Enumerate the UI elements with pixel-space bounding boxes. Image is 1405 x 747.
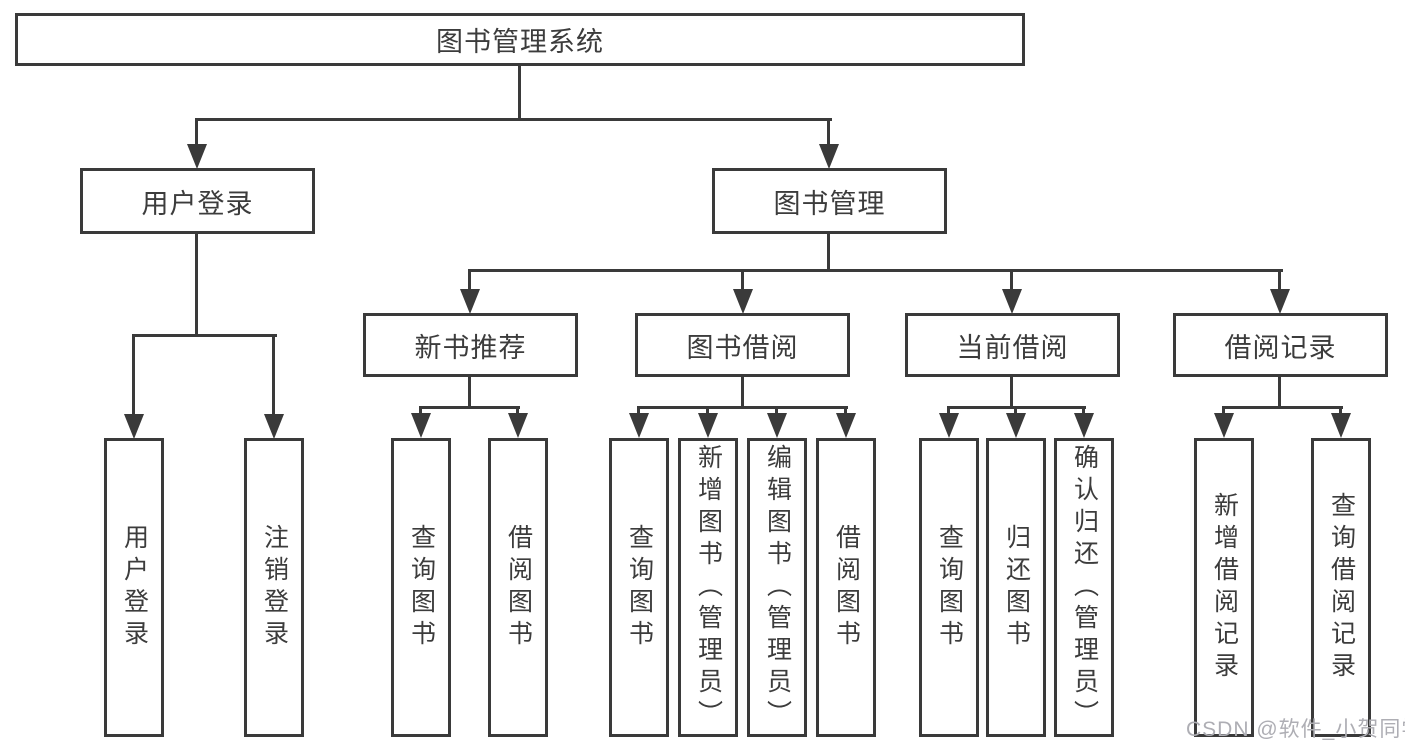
node-new-book-recommendation: 新书推荐: [363, 313, 578, 377]
leaf-label: 查询图书: [935, 523, 964, 652]
connector-line: [1010, 375, 1013, 409]
arrowhead: [698, 413, 718, 438]
connector-line: [132, 334, 135, 416]
node-root-library-system: 图书管理系统: [15, 13, 1025, 66]
connector-line: [1014, 406, 1017, 416]
connector-line: [1278, 375, 1281, 409]
arrowhead: [1002, 289, 1022, 314]
leaf-label: 借阅图书: [504, 523, 533, 652]
connector-line: [827, 118, 830, 148]
arrowhead: [460, 289, 480, 314]
connector-line: [195, 118, 832, 121]
leaf-logout: 注销登录: [244, 438, 304, 737]
connector-line: [827, 232, 830, 272]
connector-line: [741, 375, 744, 409]
leaf-query-books-borrowing: 查询图书: [609, 438, 669, 737]
connector-line: [844, 406, 847, 416]
leaf-label: 借阅图书: [832, 523, 861, 652]
connector-line: [272, 334, 275, 416]
leaf-confirm-return-admin: 确认归还（管理员）: [1054, 438, 1114, 737]
node-book-management: 图书管理: [712, 168, 947, 234]
node-label: 图书管理系统: [436, 27, 604, 57]
node-label: 借阅记录: [1224, 332, 1337, 363]
leaf-label: 查询借阅记录: [1327, 491, 1356, 684]
connector-line: [947, 406, 950, 416]
arrowhead: [264, 414, 284, 439]
arrowhead: [733, 289, 753, 314]
node-label: 当前借阅: [956, 332, 1069, 363]
leaf-query-borrow-record: 查询借阅记录: [1311, 438, 1371, 737]
arrowhead: [187, 144, 207, 169]
arrowhead: [508, 413, 528, 438]
leaf-user-login: 用户登录: [104, 438, 164, 737]
leaf-borrow-books-recommend: 借阅图书: [488, 438, 548, 737]
connector-line: [1222, 406, 1343, 409]
connector-line: [1010, 269, 1013, 293]
connector-line: [775, 406, 778, 416]
arrowhead: [1270, 289, 1290, 314]
leaf-label: 查询图书: [625, 523, 654, 652]
csdn-watermark: CSDN @软件_小贺同学: [1186, 718, 1405, 741]
leaf-add-borrow-record: 新增借阅记录: [1194, 438, 1254, 737]
node-label: 用户登录: [141, 188, 254, 219]
connector-line: [195, 118, 198, 148]
leaf-query-books-current: 查询图书: [919, 438, 979, 737]
leaf-borrow-books-borrowing: 借阅图书: [816, 438, 876, 737]
node-label: 图书管理: [773, 188, 886, 219]
leaf-edit-books-admin: 编辑图书（管理员）: [747, 438, 807, 737]
arrowhead: [836, 413, 856, 438]
leaf-return-books: 归还图书: [986, 438, 1046, 737]
connector-line: [637, 406, 848, 409]
connector-line: [518, 65, 521, 121]
connector-line: [741, 269, 744, 293]
leaf-query-books-recommend: 查询图书: [391, 438, 451, 737]
arrowhead: [819, 144, 839, 169]
node-label: 图书借阅: [686, 332, 799, 363]
leaf-label: 注销登录: [260, 523, 289, 652]
leaf-label: 查询图书: [407, 523, 436, 652]
arrowhead: [411, 413, 431, 438]
connector-line: [1082, 406, 1085, 416]
leaf-label: 用户登录: [120, 523, 149, 652]
connector-line: [419, 406, 520, 409]
connector-line: [637, 406, 640, 416]
connector-line: [1339, 406, 1342, 416]
connector-line: [706, 406, 709, 416]
connector-line: [1278, 269, 1281, 293]
leaf-add-books-admin: 新增图书（管理员）: [678, 438, 738, 737]
leaf-label: 新增借阅记录: [1210, 491, 1239, 684]
node-user-login: 用户登录: [80, 168, 315, 234]
node-current-borrowing: 当前借阅: [905, 313, 1120, 377]
connector-line: [195, 232, 198, 336]
arrowhead: [1074, 413, 1094, 438]
connector-line: [468, 375, 471, 409]
leaf-label: 归还图书: [1002, 523, 1031, 652]
connector-line: [132, 334, 277, 337]
leaf-label: 确认归还（管理员）: [1070, 443, 1099, 732]
connector-line: [516, 406, 519, 416]
arrowhead: [124, 414, 144, 439]
node-borrowing-records: 借阅记录: [1173, 313, 1388, 377]
connector-line: [1222, 406, 1225, 416]
leaf-label: 新增图书（管理员）: [694, 443, 723, 732]
arrowhead: [1006, 413, 1026, 438]
node-book-borrowing: 图书借阅: [635, 313, 850, 377]
arrowhead: [939, 413, 959, 438]
connector-line: [468, 269, 1283, 272]
leaf-label: 编辑图书（管理员）: [763, 443, 792, 732]
connector-line: [419, 406, 422, 416]
connector-line: [468, 269, 471, 293]
arrowhead: [1214, 413, 1234, 438]
arrowhead: [629, 413, 649, 438]
node-label: 新书推荐: [414, 332, 527, 363]
arrowhead: [767, 413, 787, 438]
arrowhead: [1331, 413, 1351, 438]
